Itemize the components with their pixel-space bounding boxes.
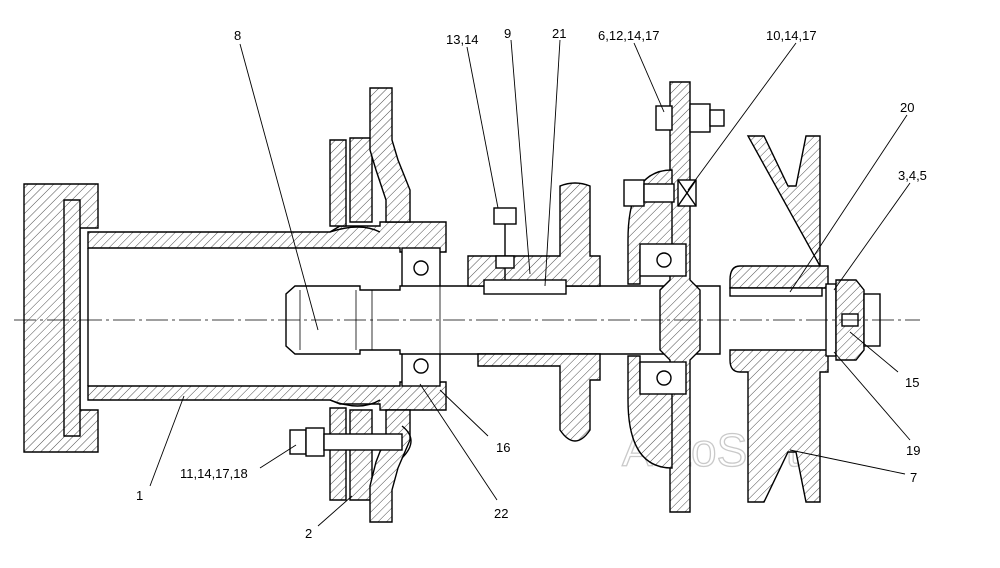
- callout-1: 1: [136, 488, 143, 503]
- callout-22: 22: [494, 506, 508, 521]
- callout-15: 15: [905, 375, 919, 390]
- callout-20: 20: [900, 100, 914, 115]
- callout-2: 2: [305, 526, 312, 541]
- sprocket-assembly: [467, 182, 601, 442]
- leader-lines: [149, 39, 911, 527]
- wall-bracket: [329, 87, 411, 523]
- callout-8: 8: [234, 28, 241, 43]
- callout-21: 21: [552, 26, 566, 41]
- v-belt-pulley: [729, 135, 829, 503]
- callout-9: 9: [504, 26, 511, 41]
- lower-bolt: [289, 425, 412, 459]
- callout-labels: 1 2 8 9 21 13,14 6,12,14,17 10,14,17 20 …: [136, 26, 927, 541]
- callout-13-14: 13,14: [446, 32, 479, 47]
- callout-16: 16: [496, 440, 510, 455]
- left-flange: [23, 183, 99, 453]
- callout-7: 7: [910, 470, 917, 485]
- middle-bearing-housing: [623, 81, 725, 513]
- callout-10-14-17: 10,14,17: [766, 28, 817, 43]
- callout-11-14-17-18: 11,14,17,18: [180, 466, 248, 481]
- callout-19: 19: [906, 443, 920, 458]
- callout-3-4-5: 3,4,5: [898, 168, 927, 183]
- callout-6-12-14-17: 6,12,14,17: [598, 28, 659, 43]
